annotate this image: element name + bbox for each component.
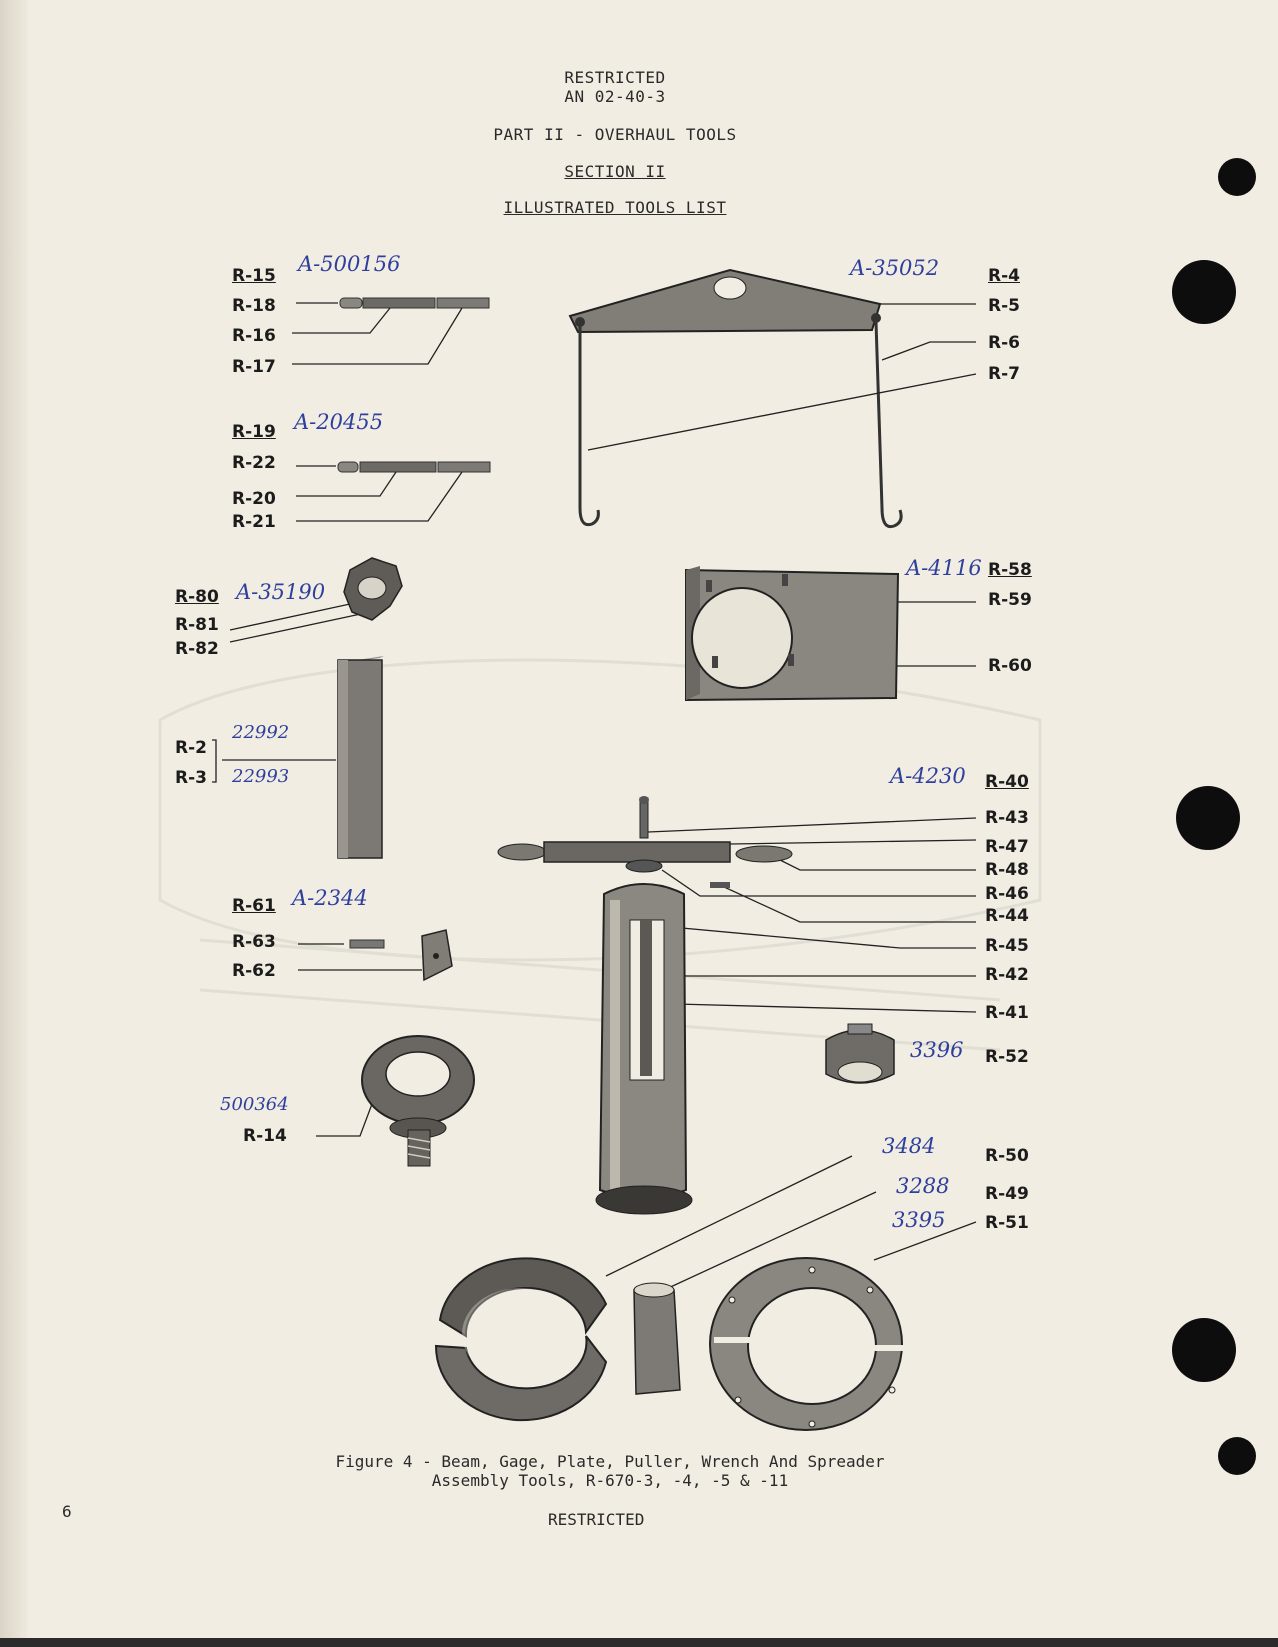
label-r82: R-82 [175, 639, 219, 659]
page-binding-edge [0, 0, 28, 1647]
binder-hole [1176, 786, 1240, 850]
label-r49: R-49 [985, 1184, 1029, 1204]
eye-bolt-r14 [361, 1035, 475, 1167]
page-bottom-edge [0, 1638, 1278, 1647]
handwritten-part-number: 500364 [220, 1094, 289, 1115]
document-number: AN 02-40-3 [564, 87, 666, 106]
label-r46: R-46 [985, 884, 1029, 904]
handwritten-part-number: 22993 [232, 766, 290, 787]
label-r52: R-52 [985, 1047, 1029, 1067]
label-r80: R-80 [175, 587, 219, 607]
sleeve-r49 [633, 1282, 681, 1395]
gage-plate-r58 [685, 566, 900, 702]
spanner-nut-r80 [343, 557, 403, 621]
part-title: PART II - OVERHAUL TOOLS [493, 125, 737, 144]
label-r59: R-59 [988, 590, 1032, 610]
label-r60: R-60 [988, 656, 1032, 676]
label-r21: R-21 [232, 512, 276, 532]
plug-r61 [349, 929, 453, 982]
split-ring-r51 [709, 1257, 904, 1431]
label-r40: R-40 [985, 772, 1029, 792]
handwritten-part-number: 3395 [892, 1208, 946, 1232]
handwritten-part-number: A-4230 [890, 764, 966, 788]
handwritten-part-number: 3396 [910, 1038, 964, 1062]
section-title: SECTION II [564, 162, 666, 181]
handwritten-part-number: A-35190 [236, 580, 326, 604]
label-r5: R-5 [988, 296, 1020, 316]
binder-hole [1218, 158, 1256, 196]
handwritten-part-number: A-4116 [906, 556, 982, 580]
label-r44: R-44 [985, 906, 1029, 926]
label-r2: R-2 [175, 738, 207, 758]
label-r18: R-18 [232, 296, 276, 316]
label-r22: R-22 [232, 453, 276, 473]
handwritten-part-number: A-500156 [298, 252, 401, 276]
label-r42: R-42 [985, 965, 1029, 985]
label-r58: R-58 [988, 560, 1032, 580]
figure-caption-line2: Assembly Tools, R-670-3, -4, -5 & -11 [431, 1471, 789, 1490]
nut-r52 [825, 1023, 895, 1084]
label-r81: R-81 [175, 615, 219, 635]
label-r19: R-19 [232, 422, 276, 442]
handwritten-part-number: A-2344 [292, 886, 368, 910]
label-r7: R-7 [988, 364, 1020, 384]
handwritten-part-number: 3484 [882, 1134, 936, 1158]
classification-header: RESTRICTED [564, 68, 666, 87]
label-r6: R-6 [988, 333, 1020, 353]
lifting-beam-r4 [568, 268, 903, 529]
label-r15: R-15 [232, 266, 276, 286]
split-ring-r50 [434, 1257, 608, 1422]
handwritten-part-number: 22992 [232, 722, 290, 743]
puller-assembly-r40 [497, 796, 793, 1215]
label-r61: R-61 [232, 896, 276, 916]
pin-assembly-r19 [337, 461, 491, 473]
gage-block-r2-r3 [337, 656, 384, 859]
label-r48: R-48 [985, 860, 1029, 880]
handwritten-part-number: A-35052 [850, 256, 940, 280]
label-r4: R-4 [988, 266, 1020, 286]
label-r20: R-20 [232, 489, 276, 509]
binder-hole [1172, 260, 1236, 324]
classification-footer: RESTRICTED [548, 1510, 645, 1529]
pin-assembly-r15 [339, 297, 490, 309]
label-r43: R-43 [985, 808, 1029, 828]
label-r62: R-62 [232, 961, 276, 981]
label-r50: R-50 [985, 1146, 1029, 1166]
handwritten-part-number: A-20455 [294, 410, 384, 434]
label-r41: R-41 [985, 1003, 1029, 1023]
label-r3: R-3 [175, 768, 207, 788]
binder-hole [1218, 1437, 1256, 1475]
label-r45: R-45 [985, 936, 1029, 956]
label-r63: R-63 [232, 932, 276, 952]
label-r17: R-17 [232, 357, 276, 377]
figure-caption-line1: Figure 4 - Beam, Gage, Plate, Puller, Wr… [335, 1452, 885, 1471]
page-number: 6 [62, 1502, 72, 1521]
list-title: ILLUSTRATED TOOLS LIST [503, 198, 727, 217]
binder-hole [1172, 1318, 1236, 1382]
label-r47: R-47 [985, 837, 1029, 857]
label-r51: R-51 [985, 1213, 1029, 1233]
label-r14: R-14 [243, 1126, 287, 1146]
label-r16: R-16 [232, 326, 276, 346]
handwritten-part-number: 3288 [896, 1174, 950, 1198]
